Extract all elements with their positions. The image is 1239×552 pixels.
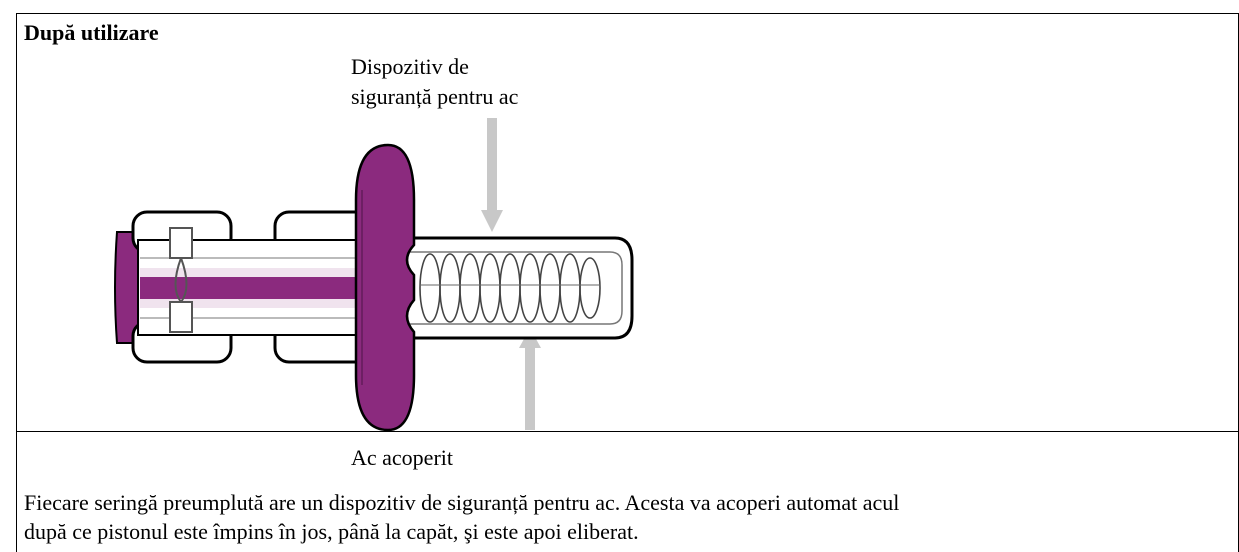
needle-shield [398, 236, 634, 340]
safety-device-label: Dispozitiv de siguranță pentru ac [351, 52, 518, 112]
section-title: După utilizare [24, 20, 159, 45]
arrow-up-icon [519, 328, 541, 430]
caption-line-1: Fiecare seringă preumplută are un dispoz… [24, 490, 900, 515]
spring [419, 253, 601, 323]
caption-line-2: după ce pistonul este împins în jos, pân… [24, 519, 639, 544]
safety-label-line-1: Dispozitiv de [351, 54, 469, 79]
covered-needle-label: Ac acoperit [351, 445, 453, 470]
finger-flange [354, 143, 416, 432]
safety-label-line-2: siguranță pentru ac [351, 84, 519, 109]
plunger-cap [114, 231, 141, 344]
plunger-clip [169, 227, 193, 333]
arrow-down-icon [481, 118, 503, 232]
caption-text: Fiecare seringă preumplută are un dispoz… [24, 488, 1229, 546]
